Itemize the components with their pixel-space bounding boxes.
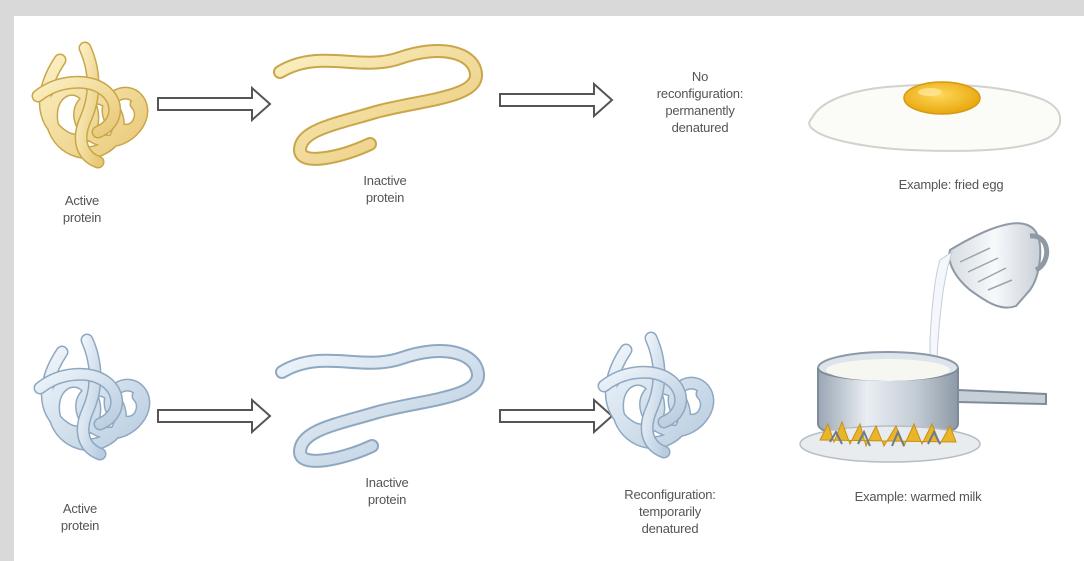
label-no-reconfiguration: No reconfiguration: permanently denature… — [620, 68, 780, 136]
right-arrow-icon — [500, 84, 612, 116]
label-inactive-protein-top: Inactive protein — [340, 172, 430, 206]
right-arrow-icon — [500, 400, 612, 432]
label-inactive-protein-bottom: Inactive protein — [342, 474, 432, 508]
fried-egg-icon — [809, 82, 1060, 151]
refolded-protein-blue — [604, 338, 708, 452]
active-protein-folded-blue — [40, 340, 144, 454]
inactive-protein-unfolded-yellow — [280, 51, 476, 159]
label-active-protein-top: Active protein — [42, 192, 122, 226]
label-example-fried-egg: Example: fried egg — [866, 176, 1036, 193]
label-example-warmed-milk: Example: warmed milk — [818, 488, 1018, 505]
right-arrow-icon — [158, 400, 270, 432]
label-reconfiguration: Reconfiguration: temporarily denatured — [590, 486, 750, 537]
right-arrow-icon — [158, 88, 270, 120]
label-active-protein-bottom: Active protein — [40, 500, 120, 534]
inactive-protein-unfolded-blue — [282, 351, 478, 461]
measuring-cup-icon — [930, 223, 1047, 378]
active-protein-folded-yellow — [38, 48, 142, 162]
